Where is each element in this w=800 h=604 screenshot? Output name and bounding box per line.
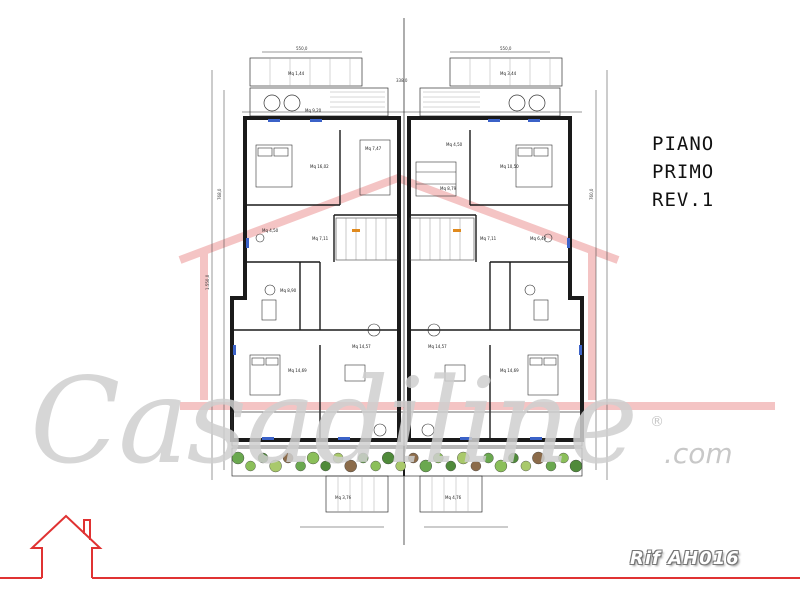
stair-markers [352,229,461,232]
dim-right-upper: 760,0 [589,188,594,200]
room-label: Mq 3,76 [335,495,352,500]
hedge-plant [470,460,482,472]
hedge-plant [306,451,320,465]
dim-top-left: 550,0 [296,46,308,51]
room-label: Mq 14,69 [288,368,307,373]
hedge-plant [382,451,395,465]
window-markers [233,119,582,440]
hedge-plant [344,459,357,473]
hedge-plant [445,460,456,472]
room-label: Mq 14,57 [352,344,371,349]
dim-top-right: 550,0 [500,46,512,51]
hedge-plant [257,452,269,464]
room-label: Mq 14,57 [428,344,447,349]
hedge-plant [419,459,432,473]
watermark-script: Casadiline [30,352,638,490]
dim-top-axis: 338,0 [396,78,408,83]
room-label: Mq 8,79 [440,186,457,191]
hedge-plant [370,460,381,472]
hedge-planting [231,451,583,473]
reference-code: Rif AH016 [630,548,740,569]
hedge-plant [457,451,470,465]
furniture [249,139,559,437]
hedge-plant [269,459,282,473]
balcony-south [325,475,483,513]
room-label: Mq 7,47 [365,146,382,151]
hedge-plant [395,460,406,472]
hedge-plant [433,452,444,464]
hedge-plant [532,451,545,465]
hedge-plant [483,452,494,464]
room-labels: Mq 1,44 Mq 9,20 Mq 16,02 Mq 7,47 Mq 4,50… [262,71,547,500]
terrace-south [231,411,583,477]
watermark-domain: .com [664,437,733,470]
room-label: Mq 9,20 [305,108,322,113]
hedge-plant [358,452,369,464]
hedge-plant [332,452,344,464]
hedge-plant [545,460,557,472]
stairs [335,217,475,261]
dim-left-overall: 1.550,0 [205,274,210,290]
room-label: Mq 14,69 [500,368,519,373]
room-label: Mq 3,44 [500,71,517,76]
balcony-north [249,57,563,117]
hedge-plant [520,460,532,472]
hedge-plant [282,452,294,464]
room-label: Mq 4,50 [446,142,463,147]
dimension-lines [211,51,608,528]
hedge-plant [408,452,419,464]
room-label: Mq 4,50 [262,228,279,233]
room-label: Mq 7,11 [312,236,329,241]
room-label: Mq 7,11 [480,236,497,241]
hedge-plant [295,460,306,472]
hedge-plant [558,452,569,464]
logo-house-icon [0,514,800,579]
hedge-plant [245,460,256,472]
room-label: Mq 6,49 [530,236,547,241]
room-label: Mq 16,02 [310,164,329,169]
room-label: Mq 8,90 [280,288,297,293]
hedge-plant [320,460,331,472]
dim-left-upper: 768,0 [217,188,222,200]
plan-title-line-3: REV.1 [652,189,715,211]
plan-title-line-2: PRIMO [652,161,715,183]
plan-title-line-1: PIANO [652,133,715,155]
watermark-registered: ® [650,414,664,430]
hedge-plant [231,451,245,465]
room-label: Mq 4,76 [445,495,462,500]
room-label: Mq 10,50 [500,164,519,169]
hedge-plant [494,459,508,473]
room-label: Mq 1,44 [288,71,305,76]
hedge-plant [508,452,519,464]
hedge-plant [569,459,583,473]
